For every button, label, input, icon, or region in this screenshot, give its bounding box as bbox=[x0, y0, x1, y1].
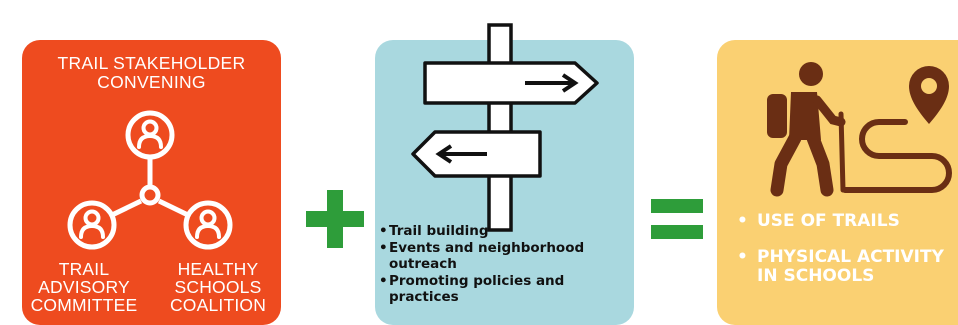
label-line: SCHOOLS bbox=[174, 277, 262, 297]
label-line: HEALTHY bbox=[177, 259, 259, 279]
stakeholder-convening-panel: TRAIL STAKEHOLDER CONVENING TRAIL ADVISO… bbox=[22, 40, 281, 325]
item-line: PHYSICAL ACTIVITY bbox=[757, 247, 944, 267]
person-top-icon bbox=[128, 113, 172, 157]
item-text: USE OF TRAILS bbox=[757, 211, 900, 231]
bullet: • bbox=[737, 247, 748, 267]
item-text: Trail building bbox=[389, 223, 489, 239]
title-line: CONVENING bbox=[97, 72, 206, 92]
list-item: • USE OF TRAILS bbox=[737, 212, 944, 231]
item-text: Promoting policies and practices bbox=[389, 272, 565, 306]
hiker-trail-map-pin-icon bbox=[767, 62, 952, 197]
outcomes-list: • USE OF TRAILS • PHYSICAL ACTIVITY IN S… bbox=[737, 212, 944, 303]
bullet: • bbox=[737, 211, 748, 231]
activities-list: • Trail building • Events and neighborho… bbox=[379, 223, 631, 306]
title-line: TRAIL STAKEHOLDER bbox=[57, 53, 246, 73]
list-item: • Events and neighborhood outreach bbox=[379, 240, 631, 273]
activities-panel: • Trail building • Events and neighborho… bbox=[375, 23, 634, 325]
trail-advisory-committee-label: TRAIL ADVISORY COMMITTEE bbox=[24, 260, 144, 314]
plus-icon bbox=[306, 190, 364, 248]
list-item: • Promoting policies and practices bbox=[379, 273, 631, 306]
signpost-icon bbox=[411, 23, 599, 232]
item-text: PHYSICAL ACTIVITY IN SCHOOLS bbox=[757, 248, 944, 286]
panel-title: TRAIL STAKEHOLDER CONVENING bbox=[22, 54, 281, 92]
equals-icon bbox=[651, 199, 703, 239]
item-text: Events and neighborhood outreach bbox=[389, 239, 585, 273]
person-left-icon bbox=[70, 203, 114, 247]
bullet: • bbox=[379, 272, 388, 289]
person-right-icon bbox=[186, 203, 230, 247]
label-line: COMMITTEE bbox=[30, 295, 138, 315]
label-line: TRAIL bbox=[58, 259, 110, 279]
outcomes-panel: • USE OF TRAILS • PHYSICAL ACTIVITY IN S… bbox=[717, 40, 958, 325]
list-item: • PHYSICAL ACTIVITY IN SCHOOLS bbox=[737, 248, 944, 286]
bullet: • bbox=[379, 239, 388, 256]
bullet: • bbox=[379, 223, 388, 239]
healthy-schools-coalition-label: HEALTHY SCHOOLS COALITION bbox=[156, 260, 280, 314]
person-network-icon bbox=[22, 40, 281, 325]
label-line: ADVISORY bbox=[38, 277, 130, 297]
list-item: • Trail building bbox=[379, 223, 631, 240]
label-line: COALITION bbox=[169, 295, 267, 315]
item-line: IN SCHOOLS bbox=[757, 266, 875, 286]
